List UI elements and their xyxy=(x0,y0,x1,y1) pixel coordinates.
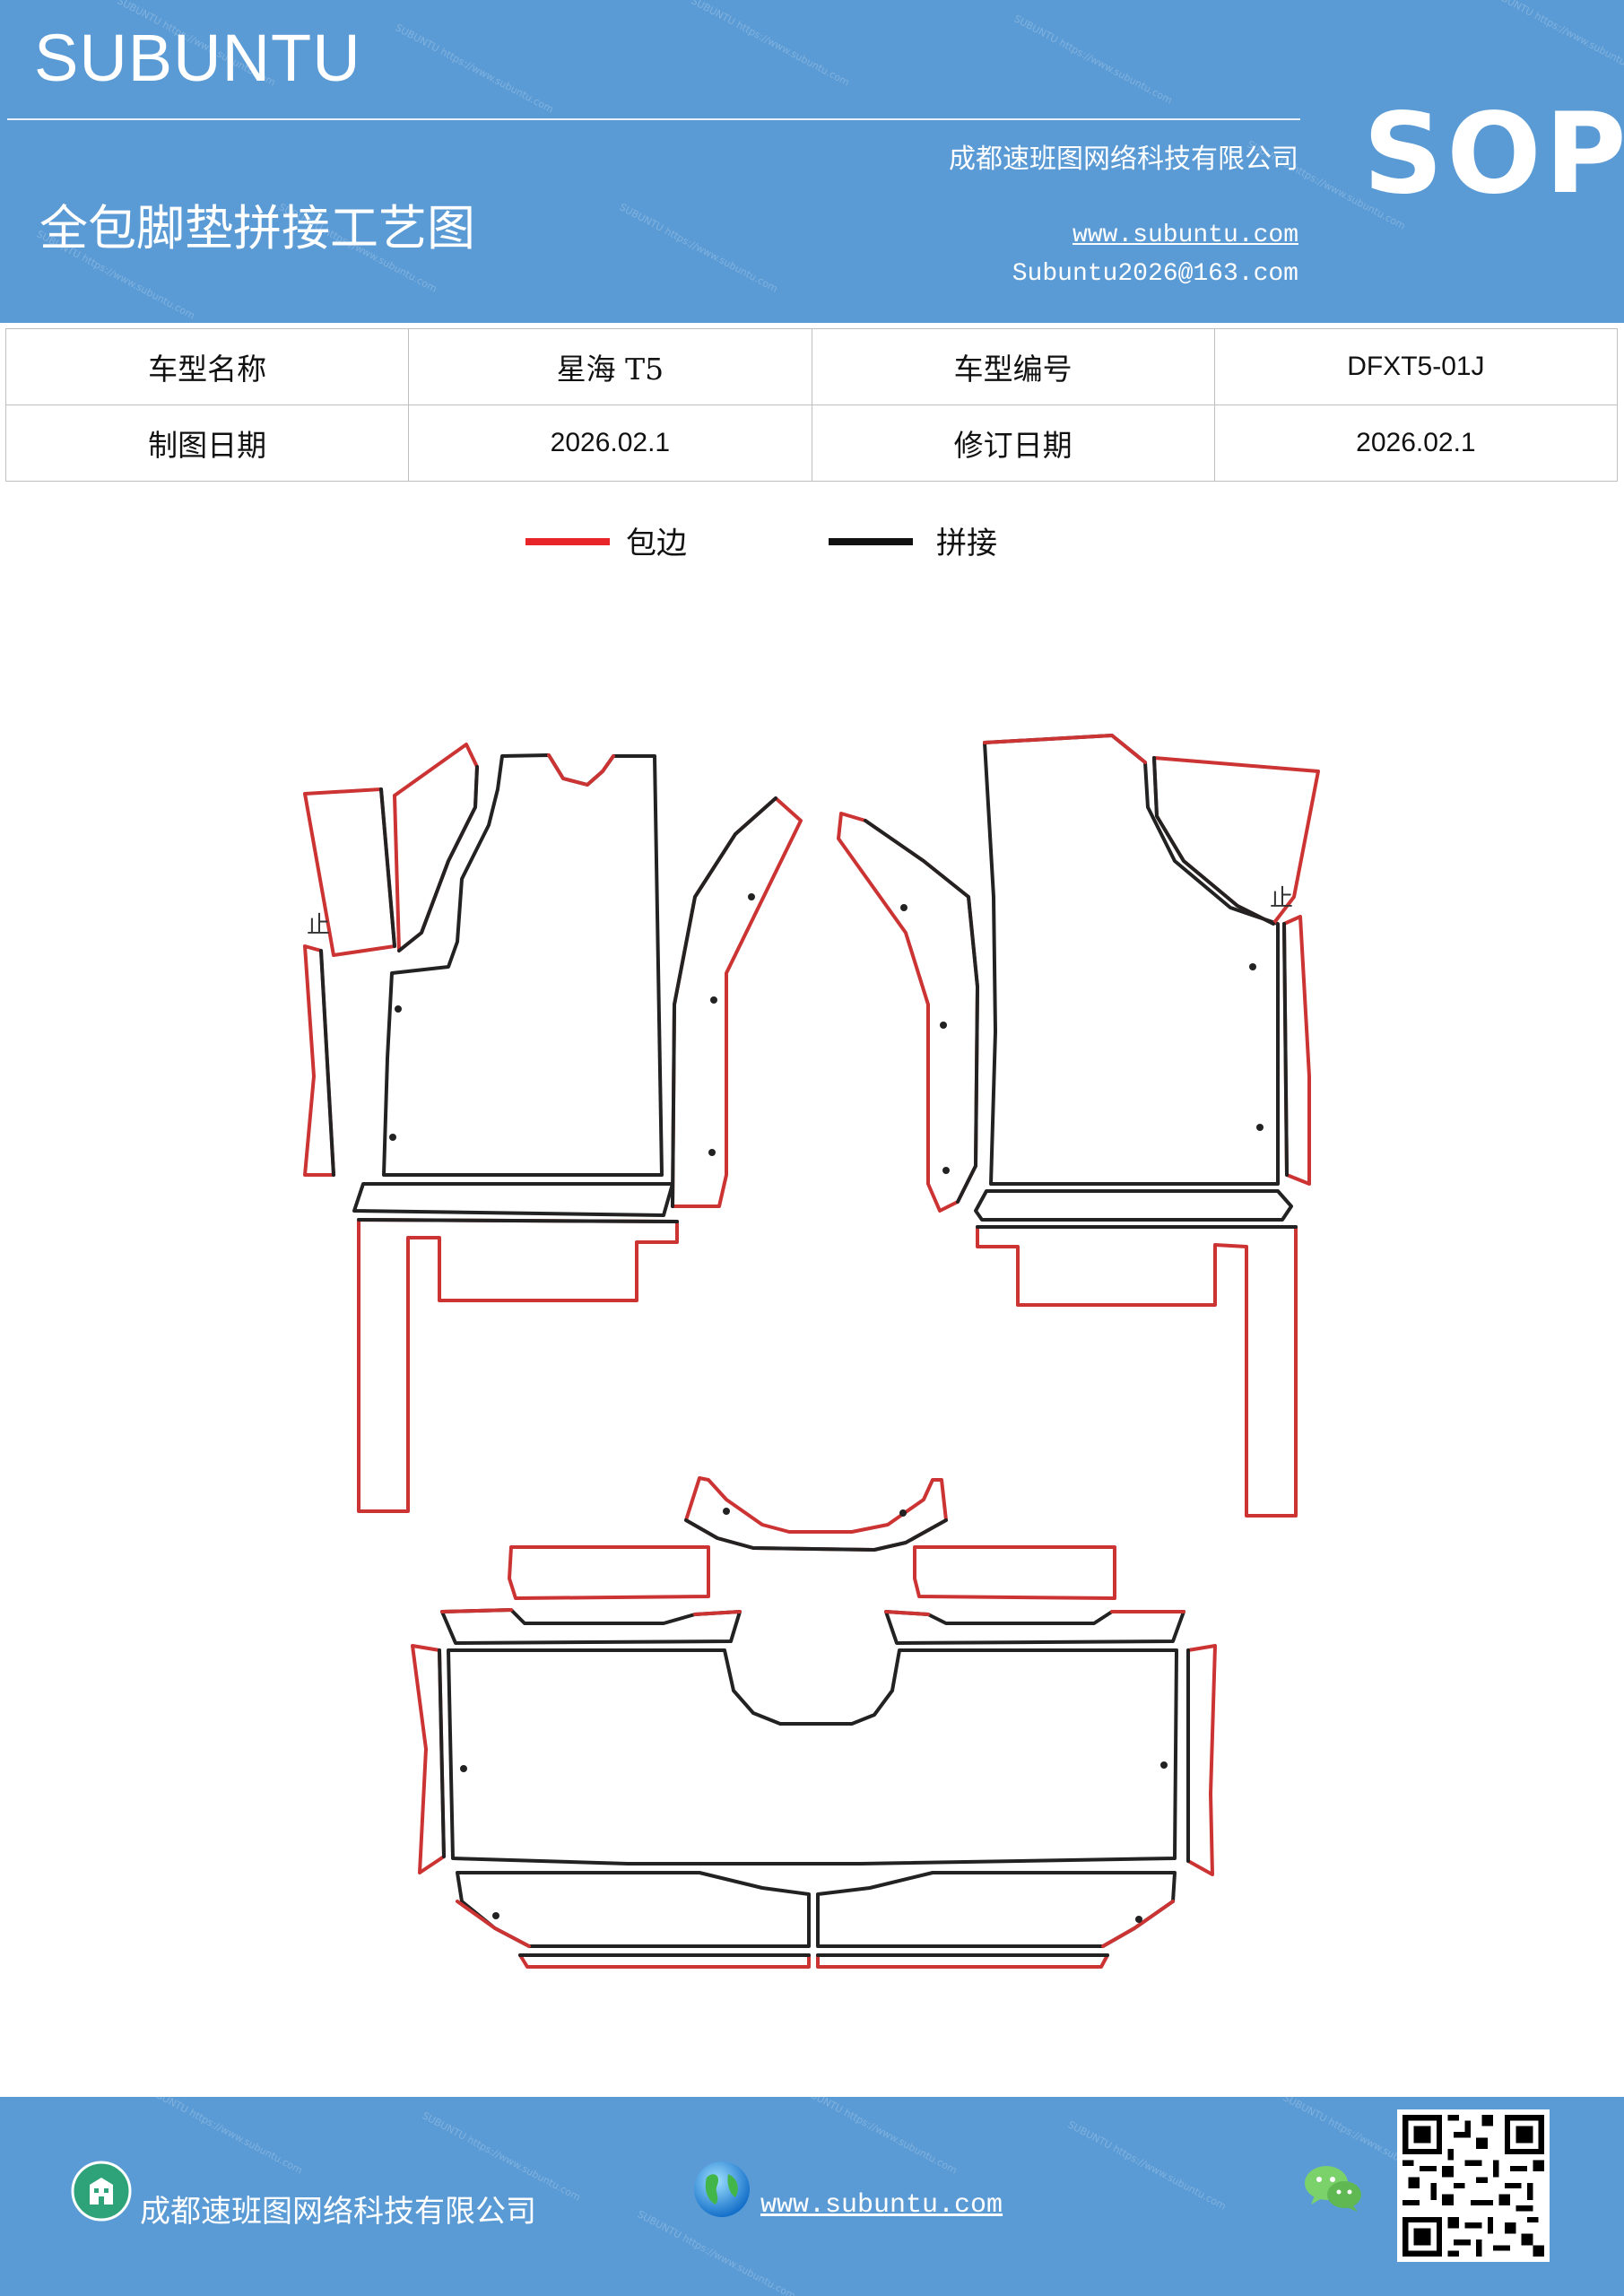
header-divider xyxy=(7,118,1300,120)
table-row: 制图日期 2026.02.1 修订日期 2026.02.1 xyxy=(4,404,1619,482)
draw-date-value: 2026.02.1 xyxy=(408,404,812,482)
model-name-value: 星海 T5 xyxy=(408,328,812,405)
brand-name: SUBUNTU xyxy=(34,21,361,95)
legend-swatch-seam xyxy=(829,538,913,545)
stop-mark-right: 止 xyxy=(1270,885,1293,912)
document-title: 全包脚垫拼接工艺图 xyxy=(39,200,475,257)
qr-code-pattern xyxy=(1403,2115,1544,2257)
revision-date-label: 修订日期 xyxy=(811,404,1215,482)
front-left-mat: 止 xyxy=(303,743,803,1513)
revision-date-value: 2026.02.1 xyxy=(1213,404,1619,482)
header-banner: SUBUNTU https://www.subuntu.com SUBUNTU … xyxy=(0,0,1624,323)
model-code-value: DFXT5-01J xyxy=(1213,328,1619,405)
email-link[interactable]: Subuntu2026@163.com xyxy=(1012,260,1298,288)
sop-badge: SOP xyxy=(1363,90,1624,219)
legend-swatch-edge xyxy=(525,538,610,545)
footer-company: 成都速班图网络科技有限公司 xyxy=(140,2194,536,2230)
building-icon xyxy=(71,2161,132,2222)
legend-label-edge: 包边 xyxy=(626,526,687,561)
footer-banner: SUBUNTU https://www.subuntu.com SUBUNTU … xyxy=(0,2097,1624,2296)
rear-mat xyxy=(411,1476,1217,1969)
company-name: 成都速班图网络科技有限公司 xyxy=(949,144,1298,175)
wechat-icon xyxy=(1305,2166,1361,2212)
stop-mark-left: 止 xyxy=(307,912,330,939)
legend: 包边 拼接 xyxy=(0,511,1624,583)
vehicle-info-table: 车型名称 星海 T5 车型编号 DFXT5-01J 制图日期 2026.02.1… xyxy=(4,328,1619,482)
footer-website[interactable]: www.subuntu.com xyxy=(760,2190,1003,2221)
table-row: 车型名称 星海 T5 车型编号 DFXT5-01J xyxy=(4,328,1619,405)
model-name-label: 车型名称 xyxy=(4,328,410,405)
website-link[interactable]: www.subuntu.com xyxy=(1072,222,1298,249)
legend-label-seam: 拼接 xyxy=(936,526,997,561)
draw-date-label: 制图日期 xyxy=(4,404,410,482)
model-code-label: 车型编号 xyxy=(811,328,1215,405)
globe-icon xyxy=(694,2161,750,2217)
front-right-mat: 止 xyxy=(837,734,1320,1518)
qr-code xyxy=(1397,2109,1550,2262)
